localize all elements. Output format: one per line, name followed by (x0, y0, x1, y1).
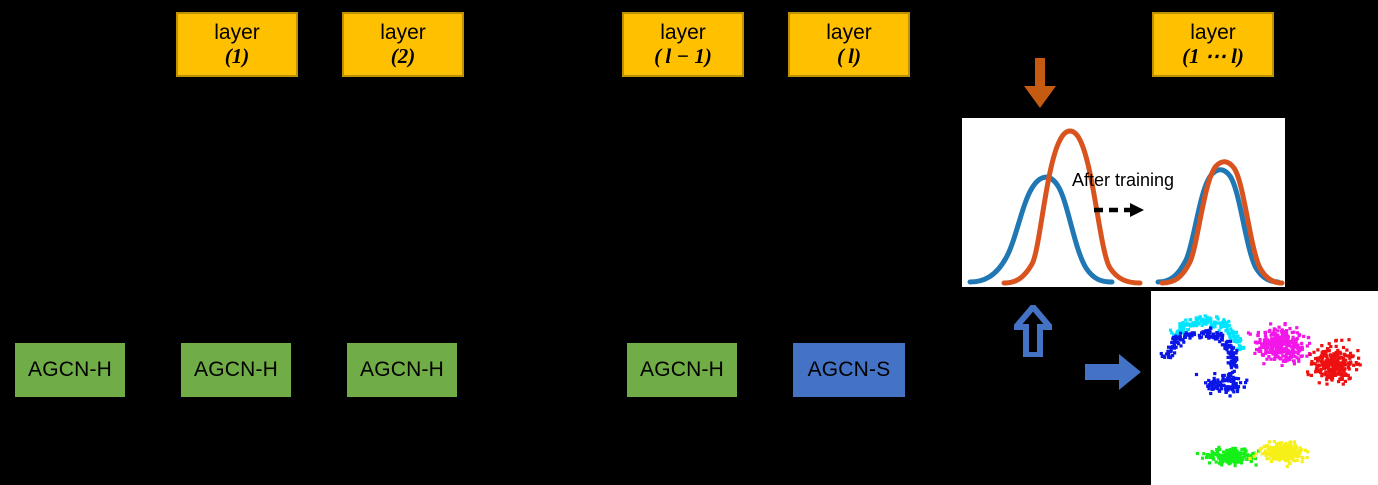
distribution-plot (967, 128, 1285, 286)
agcn-h-box-3: AGCN-H (347, 343, 457, 397)
cluster-blue (1159, 326, 1249, 398)
cluster-magenta (1246, 322, 1312, 368)
cluster-green (1195, 445, 1261, 468)
layer-box-label-top: layer (1190, 20, 1236, 44)
agcn-h-box-4: AGCN-H (627, 343, 737, 397)
layer-box-label-top: layer (826, 20, 872, 44)
layer-box-label-bottom: ( l − 1) (654, 43, 712, 68)
layer-box-label-bottom: (2) (390, 43, 416, 68)
agcn-h-box-1: AGCN-H (15, 343, 125, 397)
block-arrow-down-icon (1024, 58, 1056, 108)
layer-box-2: layer (2) (342, 12, 464, 77)
layer-box-1-to-l: layer (1 ⋯ l) (1152, 12, 1274, 77)
layer-box-l: layer ( l) (788, 12, 910, 77)
block-arrow-right-icon (1085, 354, 1141, 390)
layer-box-label-top: layer (214, 20, 260, 44)
block-arrow-up-icon (1014, 305, 1052, 357)
agcn-s-box: AGCN-S (793, 343, 905, 397)
curve-orange-before (1001, 128, 1143, 286)
agcn-h-box-2: AGCN-H (181, 343, 291, 397)
layer-box-label-top: layer (660, 20, 706, 44)
layer-box-label-top: layer (380, 20, 426, 44)
distribution-panel: After training (962, 118, 1285, 287)
dashed-arrow-right-icon (1094, 203, 1144, 217)
cluster-yellow (1248, 440, 1310, 469)
cluster-red (1306, 338, 1362, 386)
layer-box-l-minus-1: layer ( l − 1) (622, 12, 744, 77)
curve-orange-after (1159, 159, 1285, 286)
layer-box-1: layer (1) (176, 12, 298, 77)
layer-box-label-bottom: ( l) (836, 43, 862, 68)
curve-blue-after (1155, 167, 1281, 285)
tsne-cluster-panel (1151, 291, 1378, 485)
layer-box-label-bottom: (1) (224, 43, 250, 68)
tsne-scatter-plot (1159, 314, 1362, 469)
layer-box-label-bottom: (1 ⋯ l) (1182, 43, 1244, 68)
after-training-label: After training (1072, 170, 1175, 190)
